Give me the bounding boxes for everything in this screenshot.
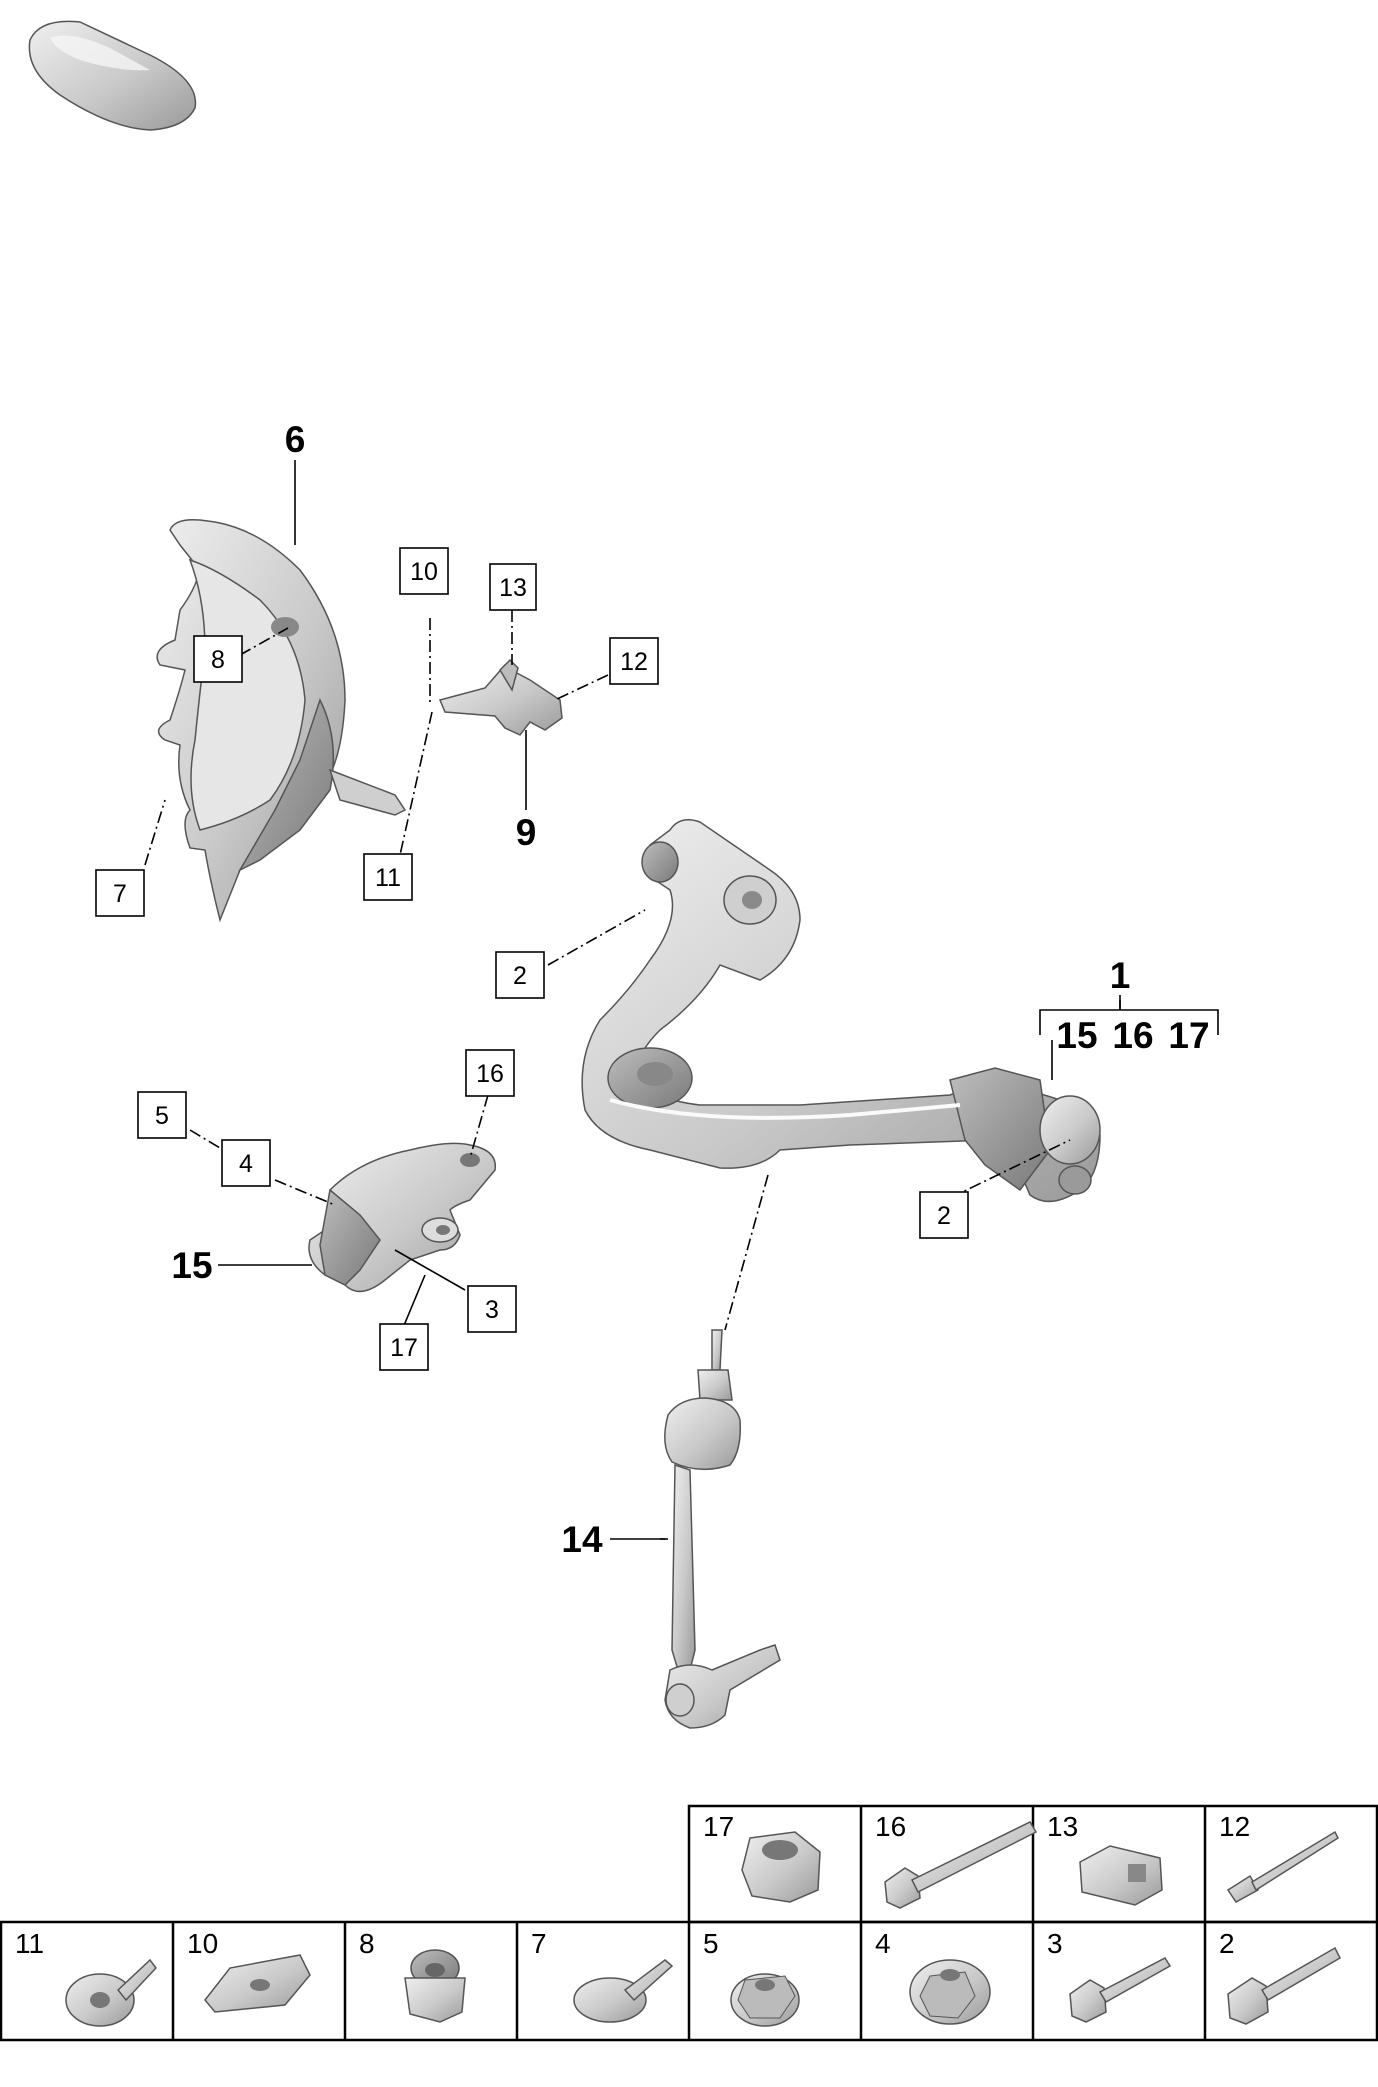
callout-box-12: 12 [609,637,659,685]
svg-text:8: 8 [211,646,225,674]
callout-1: 1 [1110,955,1131,996]
callout-1-sub-16: 16 [1112,1015,1153,1056]
svg-text:10: 10 [410,558,438,586]
svg-text:16: 16 [476,1060,504,1088]
hex-bolt-long-icon [884,1821,1038,1909]
callout-box-4: 4 [221,1139,271,1187]
grid-cell-label: 5 [703,1928,719,1959]
vehicle-thumbnail-icon [28,20,197,131]
collar-nut-icon [404,1949,466,2023]
rivet-icon [1226,1830,1339,1903]
grid-cell-label: 2 [1219,1928,1235,1959]
svg-text:2: 2 [513,962,527,990]
svg-text:3: 3 [485,1296,499,1324]
boxed-callouts: 10 13 12 8 7 11 2 2 16 5 4 3 17 [95,547,969,1371]
callout-box-3: 3 [467,1285,517,1333]
bushing-bracket-part [308,1142,497,1293]
grid-cell-label: 13 [1047,1811,1078,1842]
callout-box-7: 7 [95,869,145,917]
callout-box-2-upper: 2 [495,951,545,999]
callout-box-8: 8 [193,635,243,683]
flange-nut-icon [741,1831,821,1903]
bold-callouts: 6 9 1 15 16 17 15 14 [171,419,1209,1560]
grid-cell-label: 17 [703,1811,734,1842]
grid-cell-label: 7 [531,1928,547,1959]
coupling-link-part [664,1329,781,1729]
u-clip-nut-icon [204,1954,311,2013]
washer-nut-icon [909,1959,991,2025]
svg-text:12: 12 [620,648,648,676]
grid-cell-label: 3 [1047,1928,1063,1959]
flange-nut-small-icon [730,1973,800,2027]
callout-box-17: 17 [379,1323,429,1371]
svg-text:2: 2 [937,1202,951,1230]
grid-cell-label: 8 [359,1928,375,1959]
callout-box-11: 11 [363,853,413,901]
wheel-arch-liner-part [156,518,407,923]
svg-text:17: 17 [390,1334,418,1362]
grid-cell-label: 11 [15,1928,44,1959]
svg-text:4: 4 [239,1150,253,1178]
svg-text:13: 13 [499,574,527,602]
parts-grid: 17 16 13 12 11 10 8 7 5 4 3 2 [0,1804,1378,2042]
bracket-part [438,658,563,736]
svg-text:5: 5 [155,1102,169,1130]
callout-14: 14 [561,1519,603,1560]
grid-cell-label: 12 [1219,1811,1250,1842]
callout-box-2-lower: 2 [919,1191,969,1239]
callout-box-5: 5 [137,1091,187,1139]
callout-1-sub-15: 15 [1056,1015,1097,1056]
svg-text:11: 11 [375,864,401,892]
upper-control-arm-part [581,819,1101,1203]
svg-text:7: 7 [113,880,127,908]
tapping-screw-icon [573,1959,674,2023]
hex-bolt-large-icon [1227,1946,1341,2025]
clip-nut-icon [1079,1845,1163,1906]
callout-15: 15 [171,1245,212,1286]
callout-9: 9 [516,812,537,853]
callout-1-sub-17: 17 [1168,1015,1209,1056]
callout-box-13: 13 [489,563,537,611]
washer-screw-icon [65,1958,157,2027]
grid-cell-label: 16 [875,1811,906,1842]
grid-cell-label: 4 [875,1928,891,1959]
callout-box-10: 10 [399,547,449,595]
callout-6: 6 [285,419,306,460]
grid-cell-label: 10 [187,1928,218,1959]
callout-box-16: 16 [465,1049,515,1097]
hex-bolt-icon [1069,1957,1172,2023]
